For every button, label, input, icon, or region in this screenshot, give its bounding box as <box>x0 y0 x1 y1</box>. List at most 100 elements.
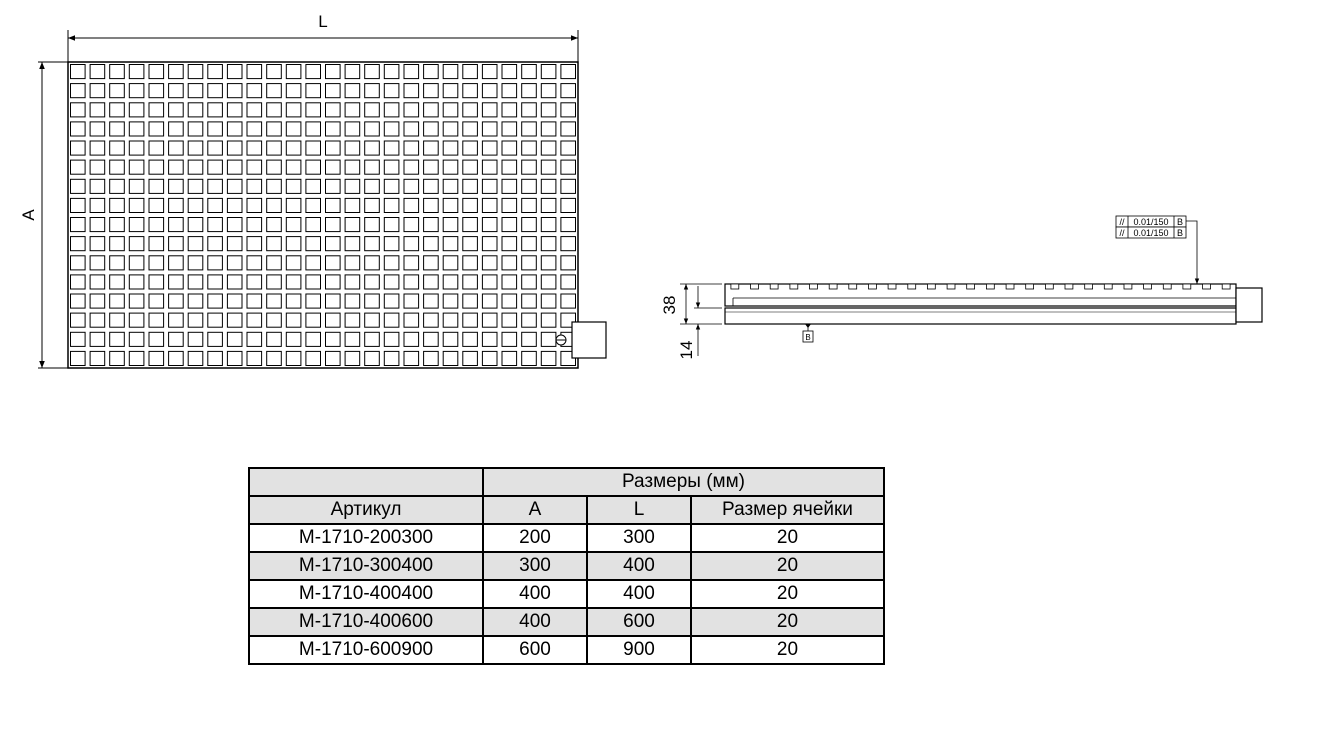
grid-cell <box>521 331 537 347</box>
grid-cell <box>462 159 478 175</box>
grid-cell <box>325 350 341 366</box>
grid-cell <box>403 274 420 290</box>
grid-cell <box>462 293 478 309</box>
grid-cell <box>521 293 537 309</box>
grid-cell <box>226 64 243 80</box>
grid-cell <box>70 255 86 271</box>
grid-cell <box>109 350 125 366</box>
side-top-plate <box>724 283 1237 307</box>
grid-cell <box>423 331 439 347</box>
grid-cell <box>403 312 420 328</box>
grid-cell <box>89 102 106 118</box>
table-cell-l: 600 <box>586 607 692 637</box>
grid-cell <box>344 350 361 366</box>
grid-cell <box>128 102 145 118</box>
grid-cell <box>266 255 282 271</box>
grid-cell <box>462 83 478 99</box>
grid-cell <box>70 64 86 80</box>
grid-cell <box>226 217 243 233</box>
grid-cell <box>481 312 498 328</box>
grid-cell <box>207 255 223 271</box>
grid-cell <box>521 217 537 233</box>
grid-cell <box>285 312 302 328</box>
grid-cell <box>344 197 361 213</box>
grid-cell <box>70 140 86 156</box>
grid-cell <box>226 83 243 99</box>
grid-cell <box>442 312 459 328</box>
table-cell-a: 400 <box>482 579 588 609</box>
grid-cell <box>207 64 223 80</box>
grid-cell <box>462 178 478 194</box>
grid-cell <box>266 274 282 290</box>
grid-cell <box>442 83 459 99</box>
grid-cell <box>207 140 223 156</box>
side-slot <box>907 283 917 290</box>
grid-cell <box>521 121 537 137</box>
grid-cell <box>266 83 282 99</box>
grid-cell <box>521 159 537 175</box>
grid-cell <box>187 217 204 233</box>
grid-cell <box>442 274 459 290</box>
grid-cell <box>305 64 321 80</box>
grid-cell <box>521 140 537 156</box>
grid-cell <box>305 140 321 156</box>
grid-cell <box>89 64 106 80</box>
datum-box <box>802 330 814 343</box>
grid-cell <box>89 140 106 156</box>
grid-cell <box>423 178 439 194</box>
grid-cell <box>442 178 459 194</box>
tolerance-value-2: 0.01/150 <box>1133 228 1168 238</box>
grid-cell <box>521 64 537 80</box>
grid-cell <box>128 312 145 328</box>
grid-cell <box>89 197 106 213</box>
grid-cell <box>560 83 577 99</box>
grid-cell <box>70 236 86 252</box>
grid-cell <box>266 64 282 80</box>
grid-cell <box>207 83 223 99</box>
grid-cell <box>305 102 321 118</box>
grid-cell <box>325 217 341 233</box>
grid-cell <box>540 312 557 328</box>
grid-cell <box>246 312 263 328</box>
grid-cell <box>226 102 243 118</box>
grid-cell <box>285 83 302 99</box>
grid-cell <box>70 159 86 175</box>
grid-cell <box>168 121 184 137</box>
grid-cell <box>540 350 557 366</box>
side-slot <box>1182 283 1192 290</box>
grid-cell <box>383 64 400 80</box>
grid-cell <box>442 217 459 233</box>
grid-cell <box>325 312 341 328</box>
grid-cell <box>148 121 165 137</box>
grid-cell <box>246 255 263 271</box>
grid-cell <box>540 83 557 99</box>
side-slot <box>1045 283 1054 290</box>
grid-cell <box>364 312 380 328</box>
top-view: L A <box>19 12 607 369</box>
grid-cell <box>383 83 400 99</box>
side-slot <box>1143 283 1152 290</box>
grid-cell <box>442 236 459 252</box>
grid-cell <box>423 217 439 233</box>
length-label: L <box>318 12 327 31</box>
grid-cell <box>501 121 518 137</box>
grid-cell <box>423 293 439 309</box>
grid-cell <box>462 331 478 347</box>
grid-cell <box>285 178 302 194</box>
table-cell-a: 400 <box>482 607 588 637</box>
grid-cell <box>540 121 557 137</box>
grid-cell <box>168 312 184 328</box>
grid-cell <box>481 350 498 366</box>
grid-cell <box>246 83 263 99</box>
table-cell-l: 400 <box>586 579 692 609</box>
grid-cell <box>364 331 380 347</box>
grid-cell <box>109 236 125 252</box>
grid-cell <box>560 217 577 233</box>
grid-cell <box>540 64 557 80</box>
table-cell-a: 600 <box>482 635 588 665</box>
grid-cell <box>89 159 106 175</box>
grid-cell <box>383 121 400 137</box>
grid-cell <box>462 140 478 156</box>
grid-cell <box>364 197 380 213</box>
grid-cell <box>246 217 263 233</box>
